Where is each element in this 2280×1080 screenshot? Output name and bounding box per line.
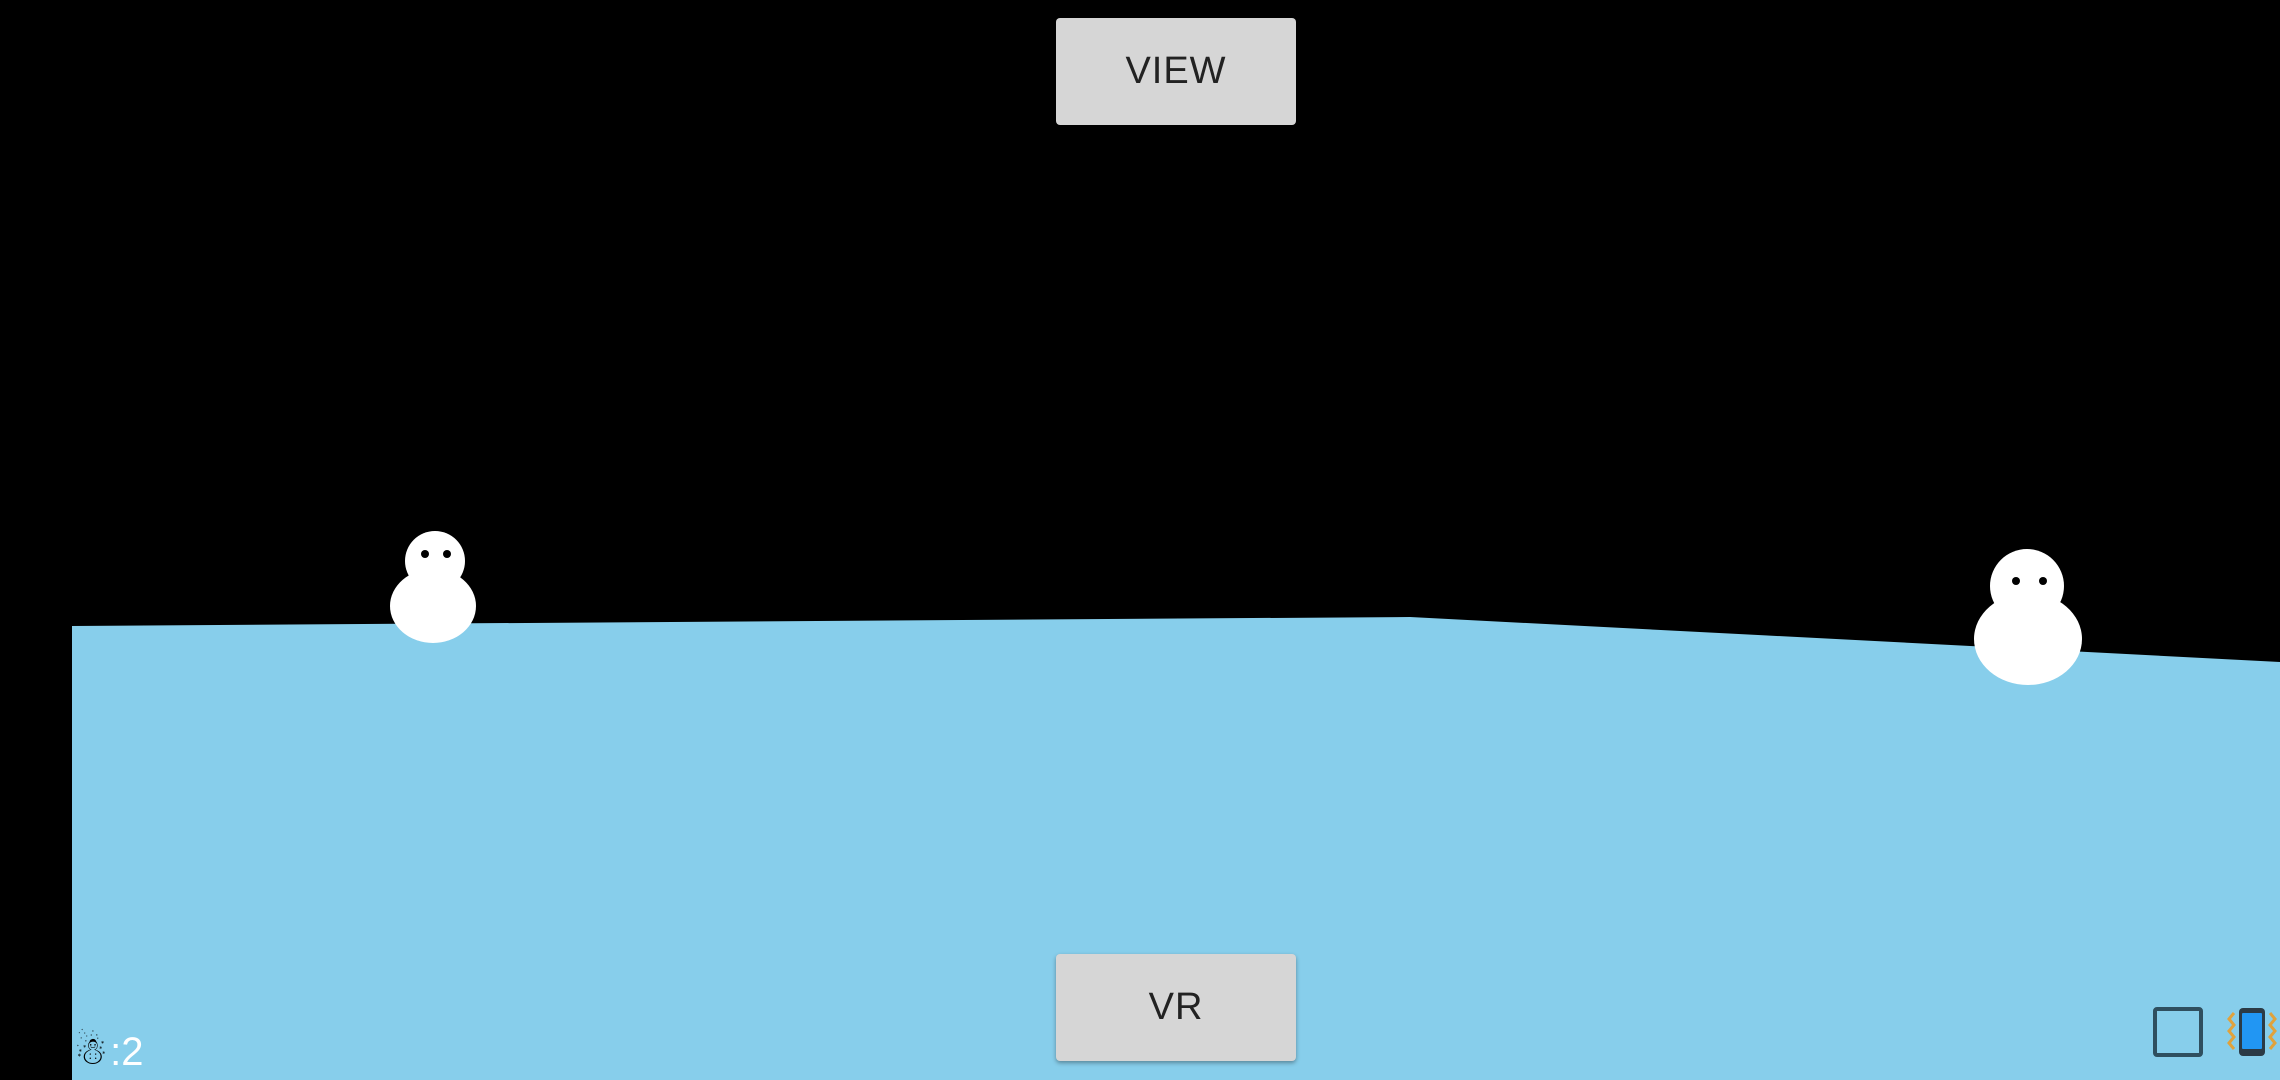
snowman-eye [443, 550, 451, 558]
phone-screen [2242, 1013, 2262, 1049]
snowman[interactable] [390, 531, 476, 643]
snowman-count: :2 [110, 1029, 144, 1074]
snowman-head [405, 531, 465, 591]
snowman-counter: ☃ :2 [74, 1026, 143, 1078]
snow-ground [72, 617, 2280, 1080]
vibrate-phone-icon[interactable] [2226, 1005, 2278, 1061]
snowman-eye [2012, 577, 2020, 585]
snowman-eye [421, 550, 429, 558]
snowman-body [1974, 593, 2082, 685]
snowman-body [390, 569, 476, 643]
snowman-icon: ☃ [74, 1031, 109, 1073]
fullscreen-icon[interactable] [2153, 1007, 2203, 1057]
view-button[interactable]: VIEW [1056, 18, 1296, 125]
vibration-wave-left [2227, 1012, 2236, 1050]
snowman-eye [2039, 577, 2047, 585]
vibration-wave-right [2268, 1012, 2277, 1050]
vr-button[interactable]: VR [1056, 954, 1296, 1061]
snowman[interactable] [1974, 549, 2082, 685]
snowman-head [1990, 549, 2064, 623]
